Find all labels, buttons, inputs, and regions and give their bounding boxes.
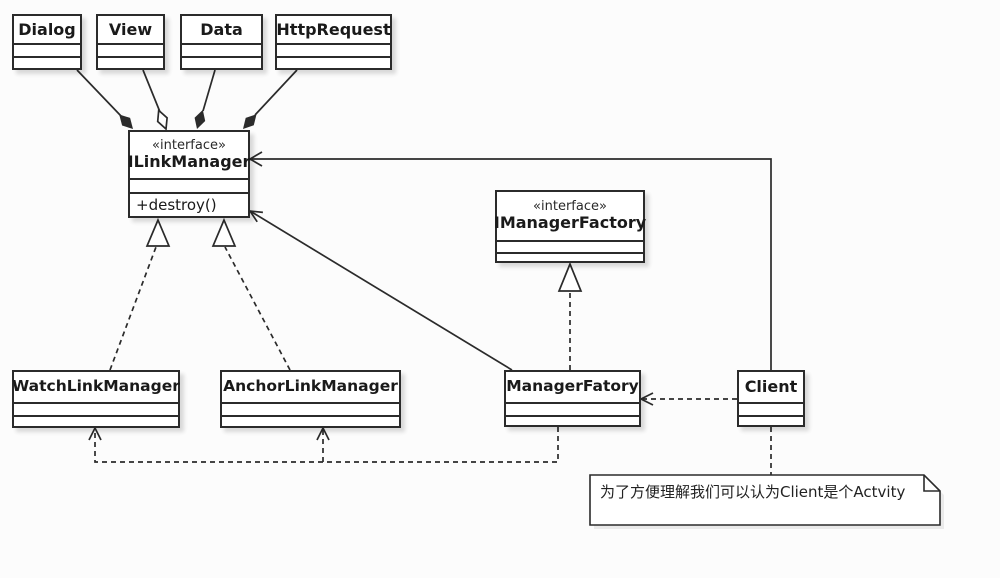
stereotype-label: «interface» — [152, 138, 226, 154]
class-managerfatory: ManagerFatory — [504, 370, 641, 427]
attributes-compartment — [130, 180, 248, 194]
method-label: +destroy() — [136, 196, 217, 214]
edge-data-ilinkmanager — [202, 69, 216, 112]
open-arrow-icon — [316, 426, 330, 441]
methods-compartment — [98, 58, 163, 68]
note-text: 为了方便理解我们可以认为Client是个Actvity — [600, 483, 906, 501]
class-name-label: Dialog — [14, 16, 80, 45]
class-watchlinkmanager: WatchLinkManager — [12, 370, 180, 428]
note-shape — [589, 474, 941, 526]
methods-compartment — [14, 58, 80, 68]
composition-diamond-icon — [119, 114, 133, 129]
interface-imanagerfactory: «interface» IManagerFactory — [493, 190, 647, 263]
edge-httprequest-ilinkmanager — [254, 69, 298, 116]
class-view: View — [96, 14, 165, 70]
class-client: Client — [737, 370, 805, 427]
aggregation-diamond-icon — [156, 108, 168, 131]
note-fold-icon — [923, 475, 940, 492]
class-name-label: View — [98, 16, 163, 45]
edge-managerfatory-ilinkmanager — [249, 210, 513, 371]
methods-compartment — [497, 254, 643, 261]
realization-triangle-icon — [557, 261, 583, 292]
attributes-compartment — [277, 45, 390, 58]
stereotype-label: «interface» — [533, 199, 607, 215]
open-arrow-icon — [88, 426, 102, 441]
edge-view-ilinkmanager — [142, 69, 161, 113]
edge-anchorlinkmanager-realizes — [224, 246, 291, 371]
interface-ilinkmanager: «interface» ILinkManager +destroy() — [128, 130, 250, 218]
composition-diamond-icon — [243, 114, 257, 129]
attributes-compartment — [739, 404, 803, 417]
attributes-compartment — [182, 45, 261, 58]
class-dialog: Dialog — [12, 14, 82, 70]
class-name-label: IManagerFactory — [493, 213, 647, 233]
attributes-compartment — [14, 45, 80, 58]
class-name-label: HttpRequest — [276, 16, 391, 45]
attributes-compartment — [222, 404, 399, 417]
class-data: Data — [180, 14, 263, 70]
class-name-label: Data — [182, 16, 261, 45]
class-name-label: WatchLinkManager — [12, 372, 180, 404]
edge-watchlinkmanager-realizes — [109, 246, 157, 371]
methods-compartment — [14, 417, 178, 426]
attributes-compartment — [497, 242, 643, 254]
methods-compartment — [506, 417, 639, 425]
open-arrow-icon — [639, 392, 654, 406]
class-name-label: ManagerFatory — [506, 372, 639, 404]
composition-diamond-icon — [194, 109, 206, 129]
class-name-label: Client — [739, 372, 803, 404]
attributes-compartment — [14, 404, 178, 417]
open-arrow-icon — [248, 209, 263, 223]
methods-compartment — [277, 58, 390, 68]
attributes-compartment — [98, 45, 163, 58]
open-arrow-icon — [248, 151, 263, 167]
class-name-label: AnchorLinkManager — [222, 372, 399, 404]
realization-triangle-icon — [211, 217, 237, 247]
methods-compartment — [739, 417, 803, 425]
edge-managerfatory-watchlinkmanager — [94, 427, 559, 463]
class-httprequest: HttpRequest — [275, 14, 392, 70]
methods-compartment — [182, 58, 261, 68]
edge-dialog-ilinkmanager — [76, 69, 122, 117]
realization-triangle-icon — [145, 217, 171, 247]
edge-client-ilinkmanager — [250, 158, 772, 370]
class-name-label: ILinkManager — [127, 152, 251, 172]
methods-compartment — [222, 417, 399, 426]
class-anchorlinkmanager: AnchorLinkManager — [220, 370, 401, 428]
attributes-compartment — [506, 404, 639, 417]
